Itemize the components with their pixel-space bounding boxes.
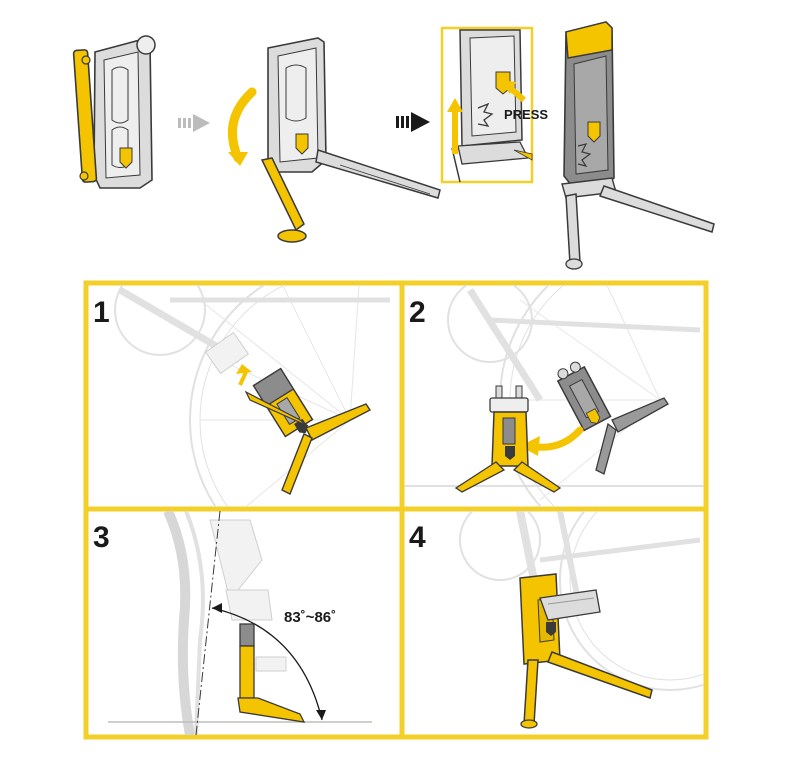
- step-panels: 1: [83, 280, 709, 740]
- unfolding-stand: [227, 37, 441, 243]
- shield-logo-icon: [295, 133, 309, 155]
- step-panel-4: 4: [409, 511, 704, 729]
- rotate-arrow-icon: [228, 152, 248, 166]
- press-arrow-icon: [452, 110, 458, 154]
- step-panel-1: 1: [93, 285, 390, 507]
- folded-stand: [72, 35, 156, 189]
- angle-range-label: 83˚~86˚: [284, 609, 336, 626]
- next-arrow-icon: [396, 112, 430, 132]
- angle-arrow-icon: [212, 603, 222, 613]
- step-panel-3: 83˚~86˚ 3: [93, 511, 372, 735]
- step-number: 1: [93, 296, 110, 329]
- step-number: 3: [93, 521, 110, 554]
- press-label: PRESS: [504, 107, 548, 122]
- spring-icon: [477, 102, 494, 127]
- pedal: [539, 589, 601, 621]
- shield-logo-icon: [546, 622, 556, 636]
- step-number: 4: [409, 521, 426, 554]
- shield-logo-icon: [119, 147, 133, 169]
- shield-logo-icon: [587, 121, 601, 143]
- press-detail-inset: PRESS: [440, 26, 548, 184]
- swap-arrow-icon: [520, 436, 540, 456]
- insert-arrow-icon: [236, 364, 252, 374]
- shield-logo-icon: [505, 446, 515, 460]
- top-sequence: PRESS: [72, 21, 715, 270]
- press-arrow-icon: [500, 80, 516, 94]
- ghost-bike: [108, 511, 372, 735]
- ghost-bike: [459, 511, 704, 691]
- next-arrow-icon: [178, 114, 210, 132]
- ghost-bike: [114, 285, 390, 507]
- step-number: 2: [409, 296, 426, 329]
- step-panel-2: 2: [404, 285, 704, 507]
- angle-arrow-icon: [316, 710, 326, 720]
- deployed-stand: [561, 21, 715, 270]
- shield-logo-icon: [294, 418, 308, 434]
